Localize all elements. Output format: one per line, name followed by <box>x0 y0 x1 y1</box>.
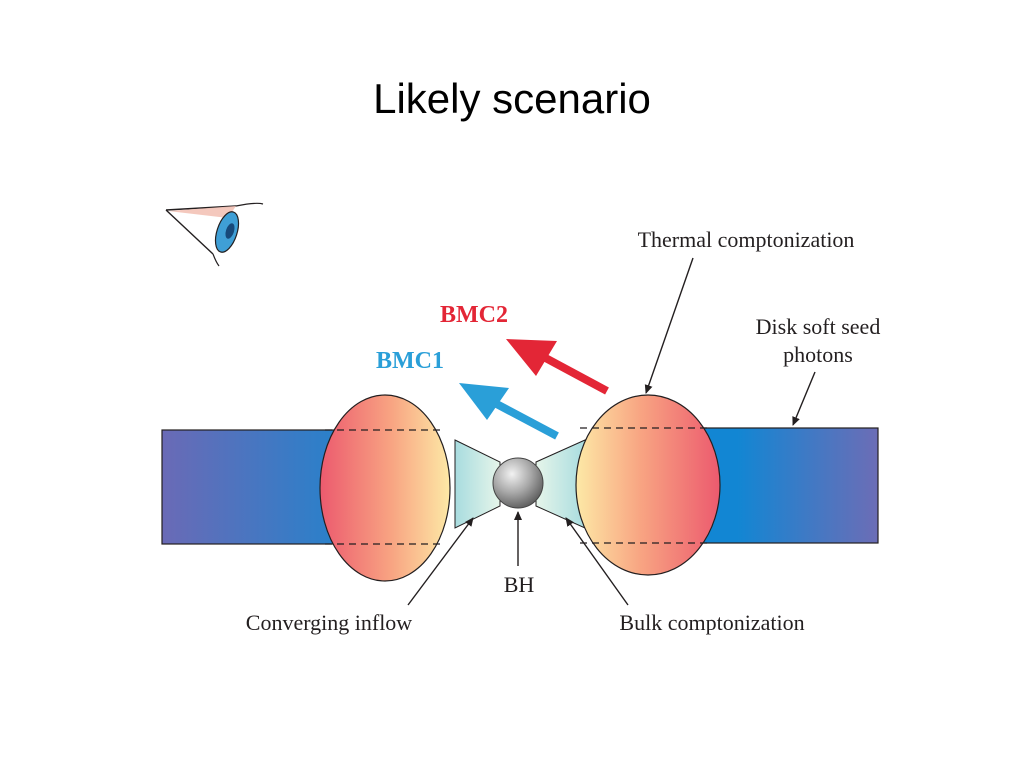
disk-seed-label-line1: Disk soft seed <box>756 314 881 339</box>
bmc1-arrow <box>459 383 559 440</box>
thermal-comptonization-label: Thermal comptonization <box>638 227 855 252</box>
bulk-leader <box>565 517 629 606</box>
converging-inflow-left <box>454 439 501 529</box>
corona-right <box>575 394 721 576</box>
bmc2-label: BMC2 <box>440 302 508 328</box>
slide-title: Likely scenario <box>373 75 651 122</box>
bmc1-label: BMC1 <box>376 348 444 374</box>
converging-leader <box>407 517 474 606</box>
black-hole <box>492 457 544 509</box>
bh-label: BH <box>504 572 535 597</box>
converging-inflow-label: Converging inflow <box>246 610 413 635</box>
observer-eye-icon <box>165 202 264 267</box>
disk-surface-dashes <box>325 427 710 545</box>
bmc2-arrow <box>506 339 609 395</box>
disk-seed-label-line2: photons <box>783 342 853 367</box>
corona-left <box>319 394 451 582</box>
bulk-comptonization-label: Bulk comptonization <box>619 610 804 635</box>
thermal-leader <box>644 257 694 394</box>
disk-leader <box>792 371 816 426</box>
